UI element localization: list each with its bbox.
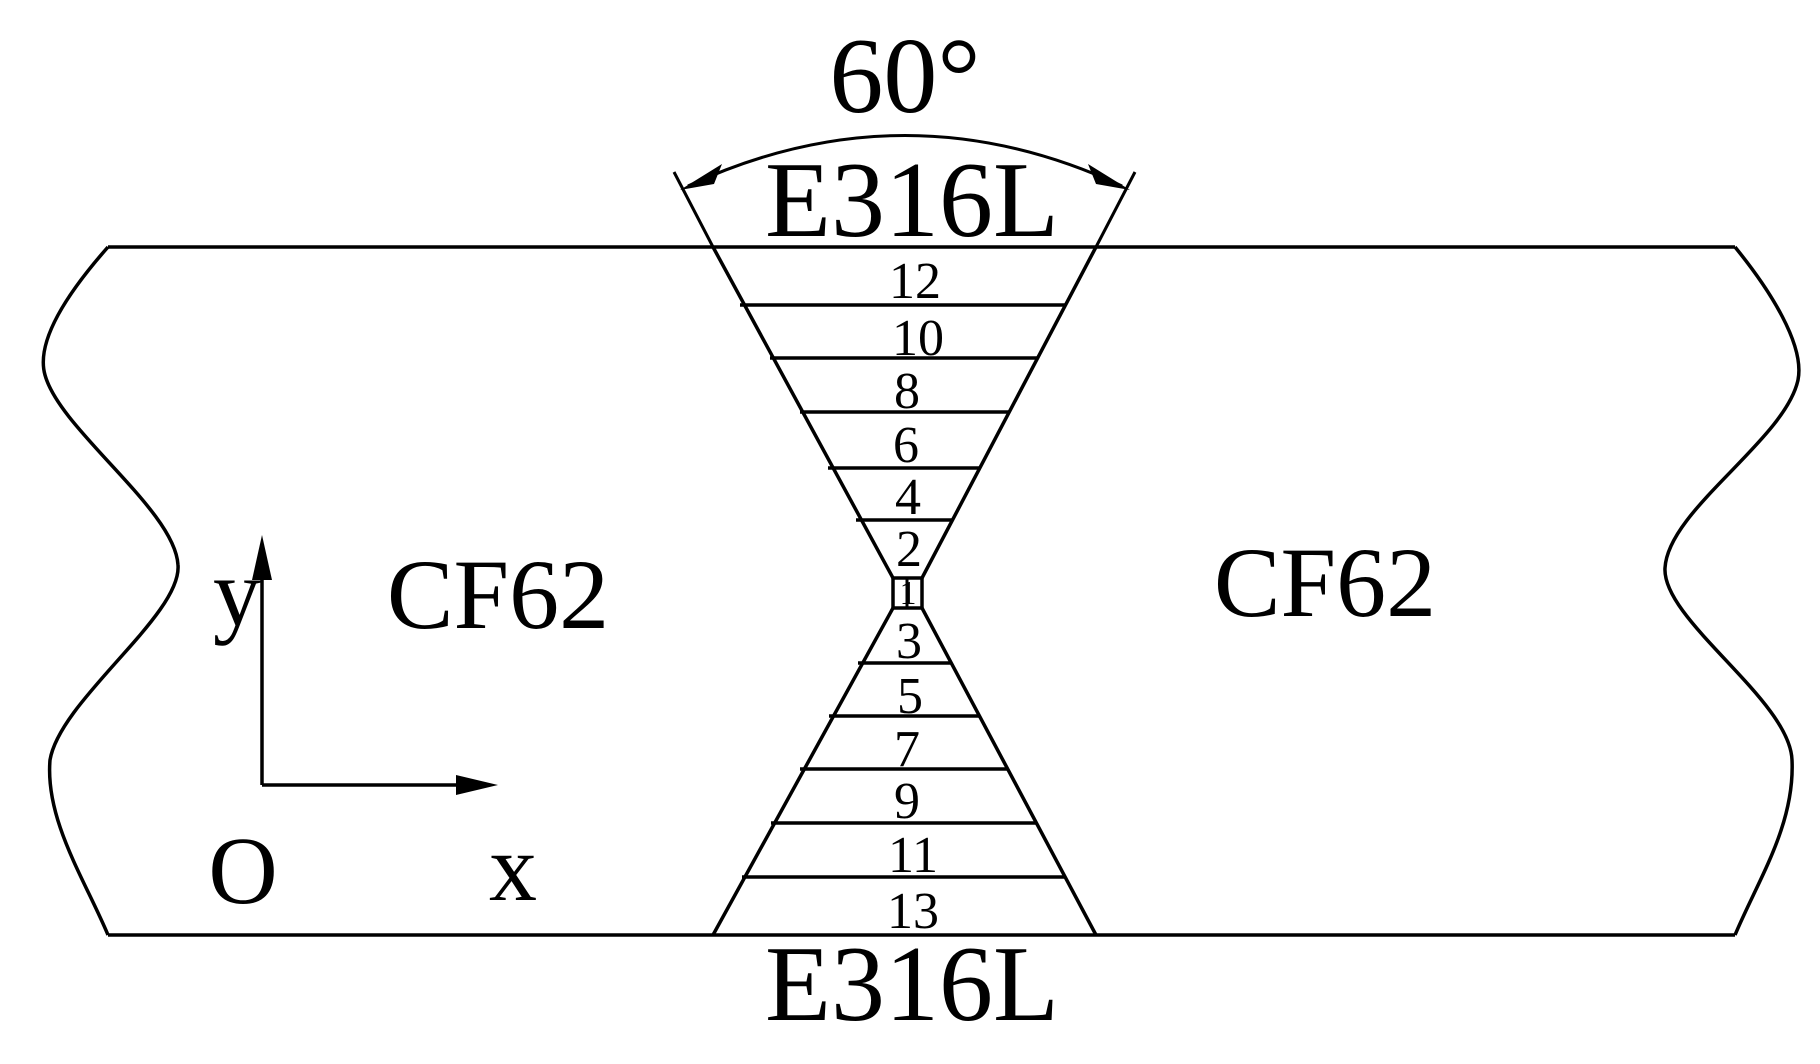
pass-number: 13: [887, 883, 939, 940]
pass-number: 3: [896, 613, 922, 670]
angle-extension-left: [672, 171, 715, 248]
right-break-line: [1663, 245, 1801, 936]
angle-arrowhead-left: [680, 164, 722, 190]
angle-extension-right: [1094, 171, 1137, 248]
pass-number: 9: [894, 773, 920, 830]
angle-arrowhead-right: [1088, 164, 1130, 190]
pass-number: 5: [897, 668, 923, 725]
filler-label-bottom: E316L: [765, 925, 1059, 1044]
pass-number: 11: [888, 827, 938, 884]
pass-number: 8: [894, 363, 920, 420]
base-metal-label-left: CF62: [387, 539, 609, 650]
x-axis-label: x: [489, 814, 537, 921]
filler-label-top: E316L: [765, 141, 1059, 260]
groove-lower-right-side: [920, 607, 1098, 936]
pass-number: 10: [892, 310, 944, 367]
left-break-line: [41, 245, 180, 936]
pass-number-root: 1: [900, 575, 917, 612]
angle-arc: [687, 134, 1123, 188]
groove-lower-left-side: [711, 607, 895, 936]
pass-number: 2: [896, 521, 922, 578]
pass-number: 4: [895, 469, 921, 526]
pass-number: 7: [894, 721, 920, 778]
x-axis-arrowhead: [456, 775, 498, 795]
angle-label: 60°: [829, 17, 980, 136]
base-metal-label-right: CF62: [1214, 527, 1436, 638]
y-axis-arrowhead: [252, 535, 272, 580]
pass-number: 6: [893, 417, 919, 474]
origin-label: O: [208, 817, 277, 924]
y-axis-label: y: [213, 539, 261, 646]
pass-number: 12: [889, 253, 941, 310]
